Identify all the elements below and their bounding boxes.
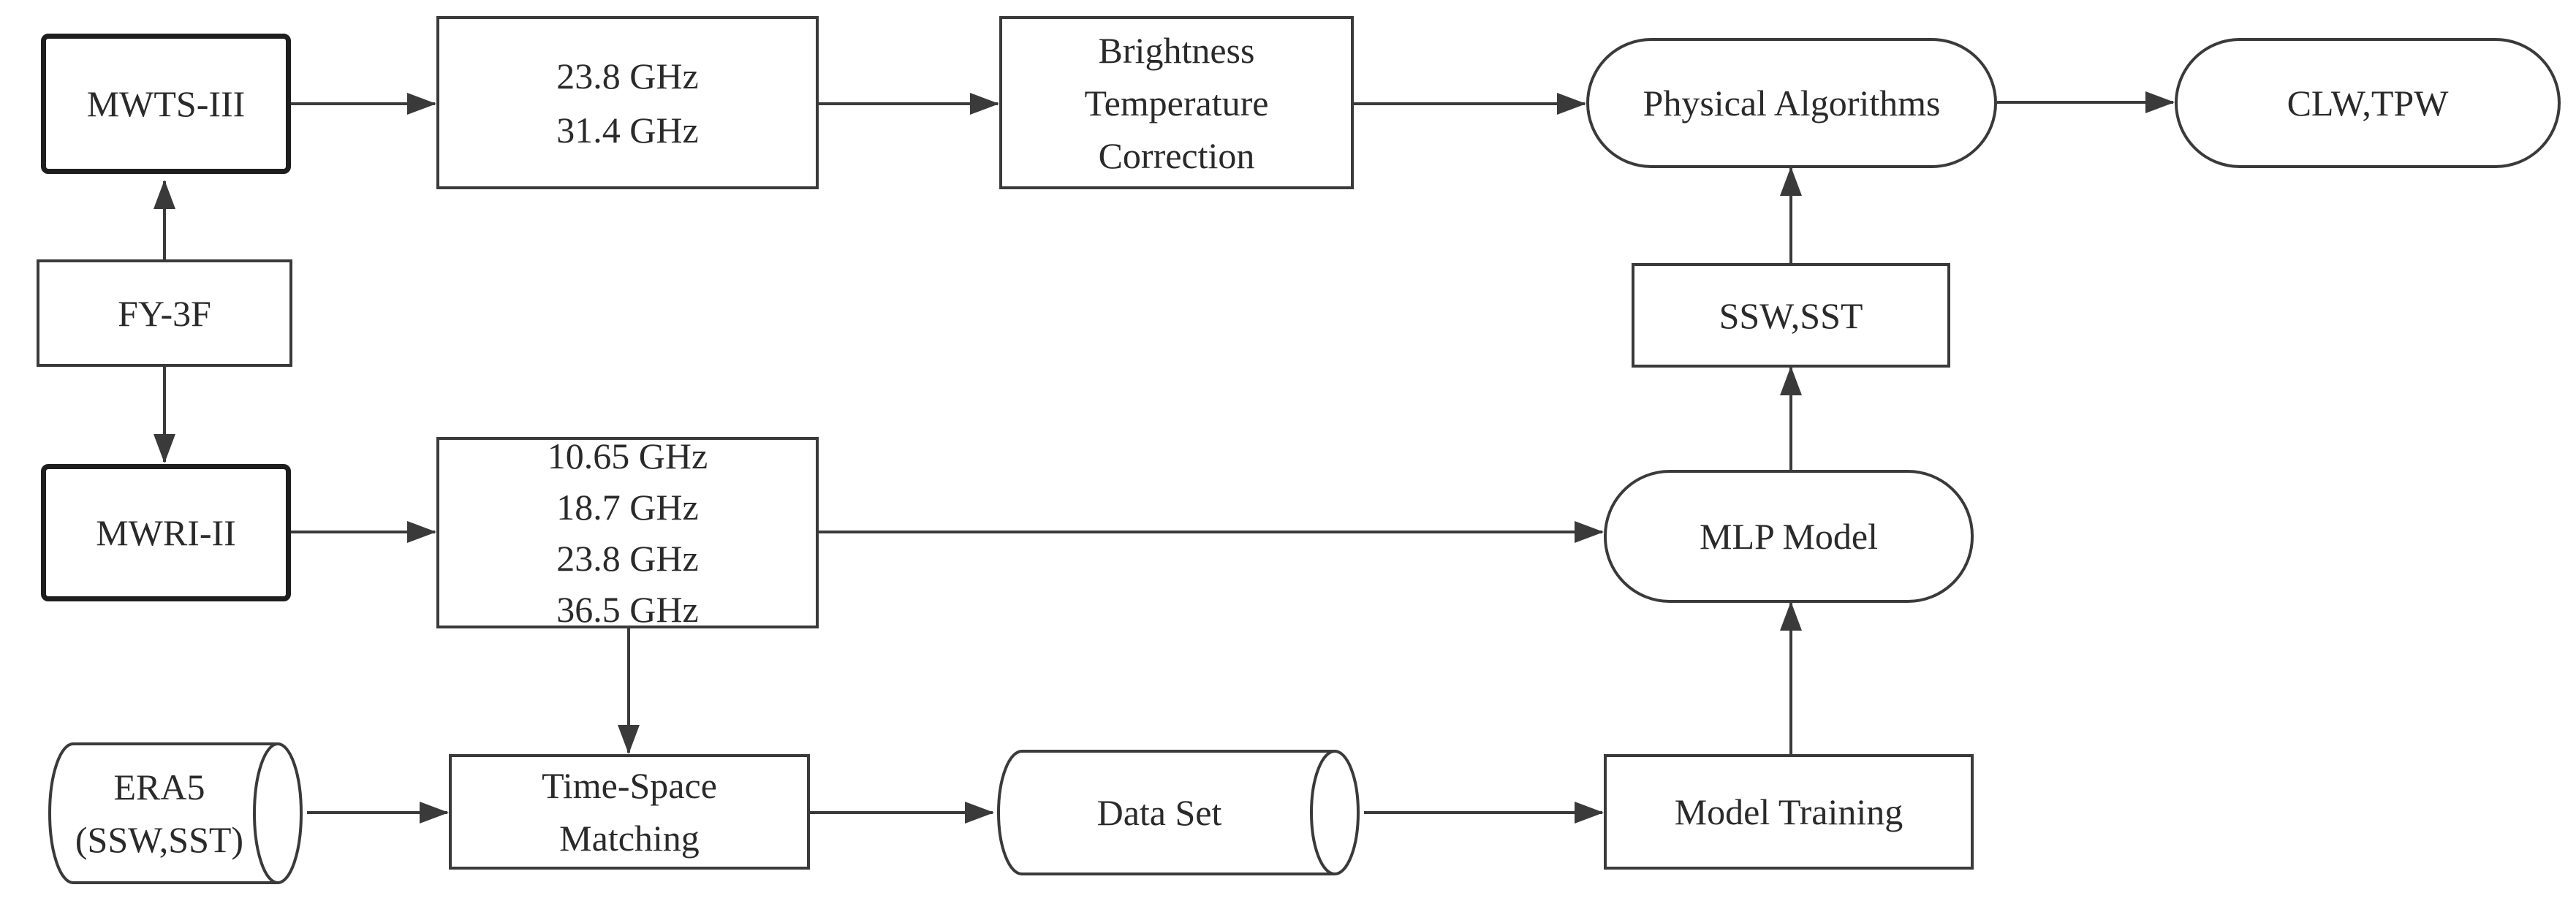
mwri-node: MWRI-II: [41, 464, 291, 601]
matching-line: Time-Space: [542, 765, 717, 806]
model-training-node: Model Training: [1604, 754, 1974, 870]
era5-line: ERA5: [113, 767, 205, 807]
mlp-model-label: MLP Model: [1700, 516, 1878, 557]
clw-tpw-label: CLW,TPW: [2287, 83, 2449, 123]
frequency-line: 23.8 GHz: [556, 538, 699, 579]
model-training-label: Model Training: [1674, 791, 1903, 832]
mwri-frequency-node: 10.65 GHz 18.7 GHz 23.8 GHz 36.5 GHz: [436, 436, 819, 630]
dataset-label: Data Set: [1096, 792, 1222, 833]
mwri-label: MWRI-II: [96, 512, 236, 553]
frequency-line: 18.7 GHz: [556, 487, 699, 528]
ssw-sst-node: SSW,SST: [1632, 263, 1950, 368]
era5-node: ERA5 (SSW,SST): [50, 744, 269, 883]
correction-line: Brightness: [1098, 29, 1255, 71]
fy3f-label: FY-3F: [118, 292, 211, 334]
fy3f-node: FY-3F: [37, 259, 292, 367]
era5-line: (SSW,SST): [75, 819, 244, 860]
correction-line: Temperature: [1084, 82, 1269, 123]
mwts-node: MWTS-III: [41, 34, 291, 174]
mlp-model-node: MLP Model: [1604, 470, 1974, 603]
era5-cylinder-cap: [253, 742, 279, 884]
dataset-cylinder-cap: [1310, 750, 1336, 875]
frequency-line: 36.5 GHz: [556, 589, 699, 630]
frequency-line: 10.65 GHz: [547, 436, 708, 476]
clw-tpw-node: CLW,TPW: [2175, 38, 2561, 168]
time-space-matching-node: Time-Space Matching: [449, 754, 810, 870]
ssw-sst-label: SSW,SST: [1719, 294, 1863, 336]
physical-algorithms-node: Physical Algorithms: [1586, 38, 1997, 168]
physical-algorithms-label: Physical Algorithms: [1643, 83, 1941, 123]
correction-line: Correction: [1098, 134, 1255, 176]
mwts-frequency-node: 23.8 GHz 31.4 GHz: [436, 16, 819, 189]
frequency-line: 23.8 GHz: [556, 55, 699, 96]
dataset-node: Data Set: [999, 751, 1320, 874]
mwts-label: MWTS-III: [86, 83, 246, 124]
matching-line: Matching: [559, 818, 700, 859]
brightness-temperature-correction-node: Brightness Temperature Correction: [999, 16, 1354, 189]
frequency-line: 31.4 GHz: [556, 109, 699, 151]
